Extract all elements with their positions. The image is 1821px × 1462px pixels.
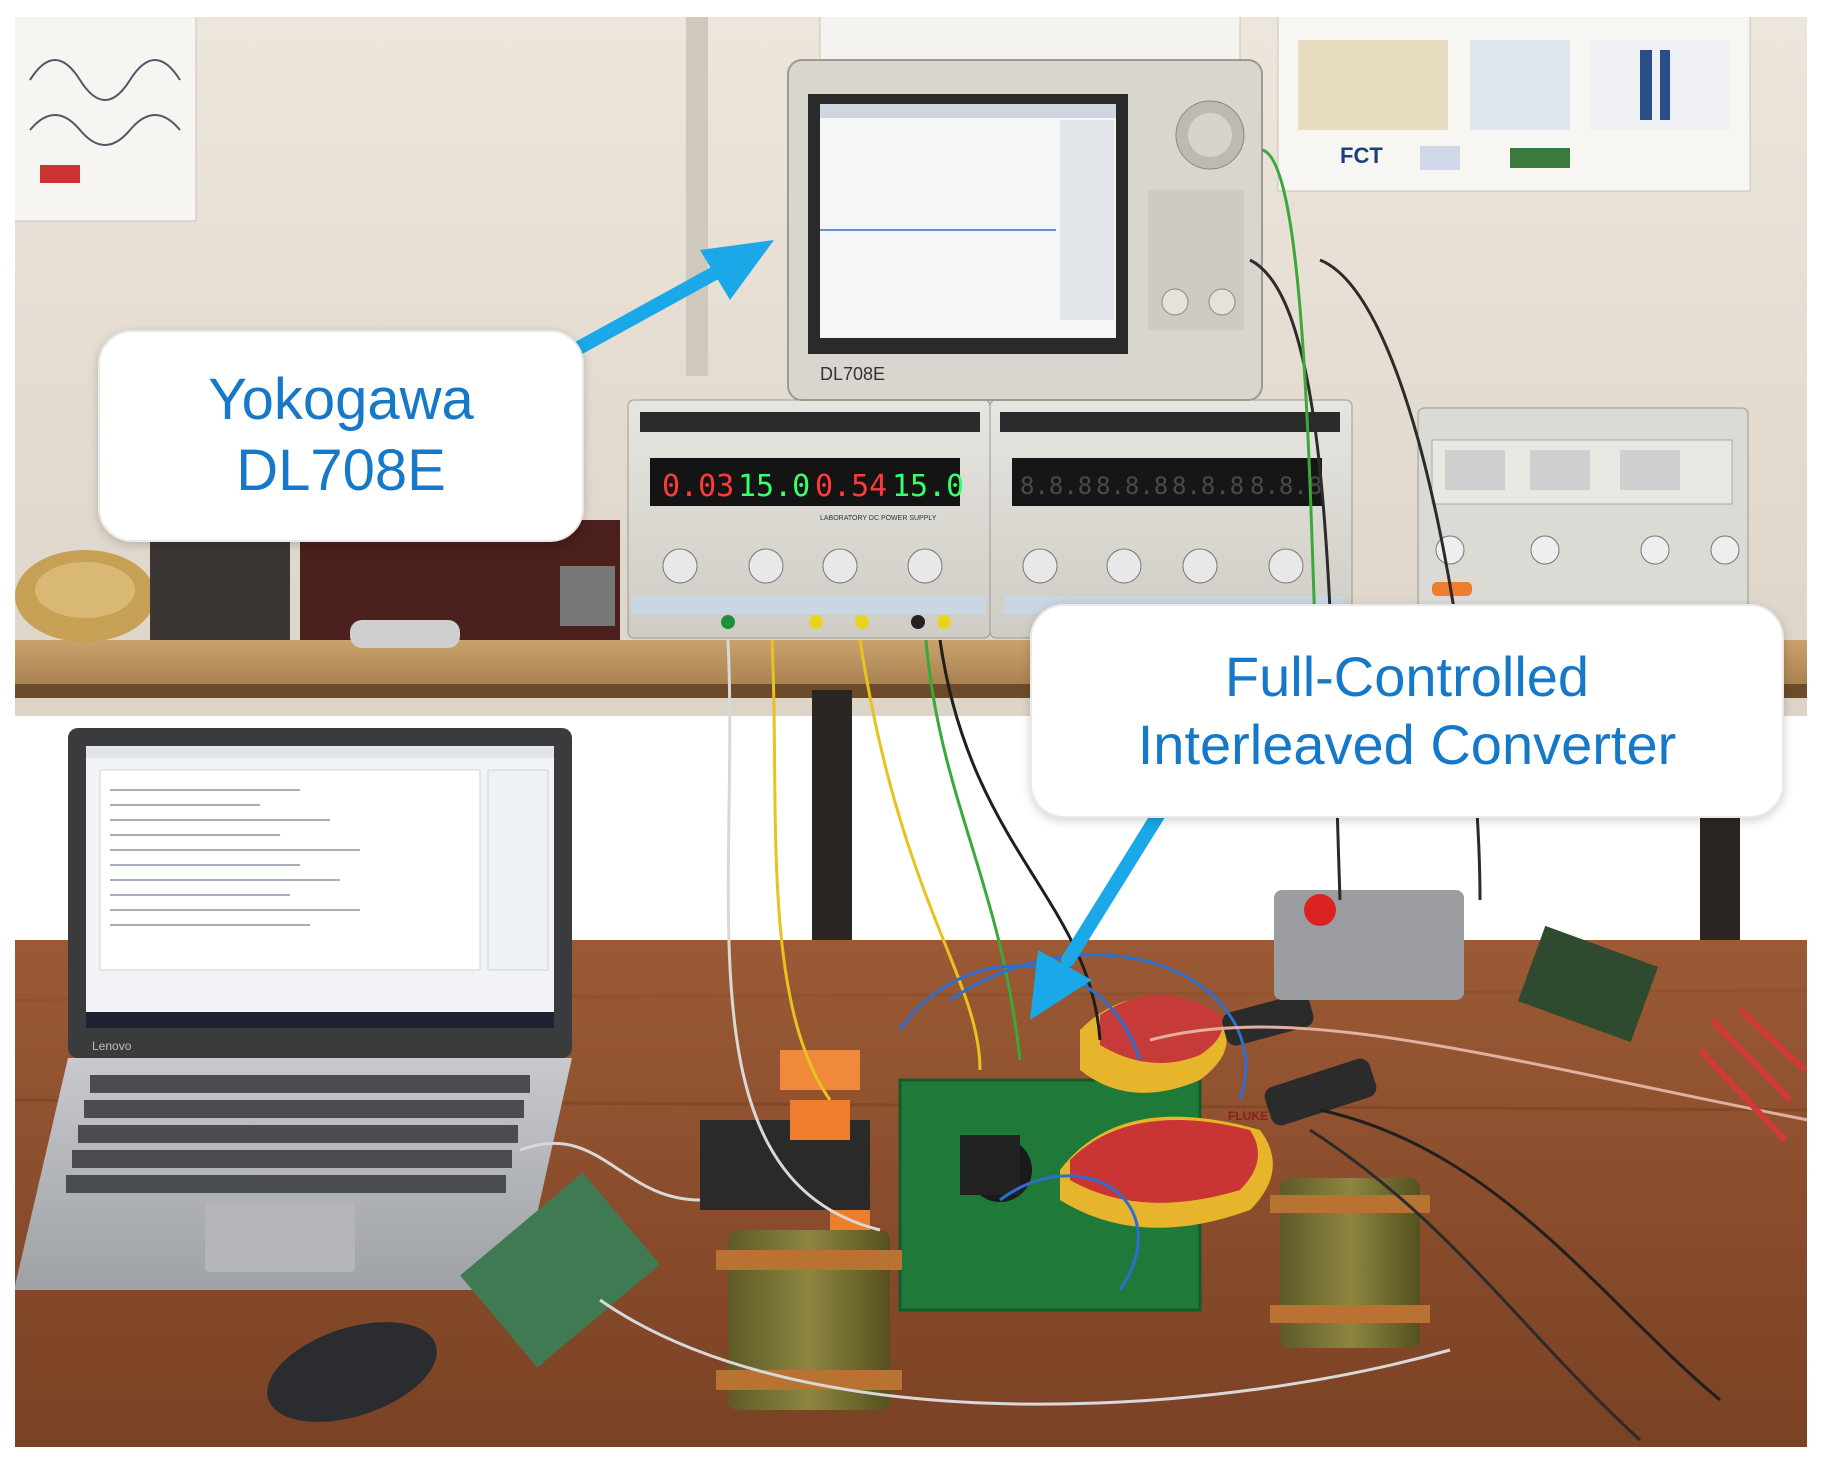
mouse	[267, 1322, 437, 1422]
psu1-label: LABORATORY DC POWER SUPPLY	[820, 515, 937, 522]
oscilloscope: DL708E	[787, 59, 1263, 401]
callout-converter-line2: Interleaved Converter	[1137, 713, 1677, 776]
callout-oscilloscope-line2: DL708E	[236, 438, 446, 503]
callout-arrows	[568, 240, 1167, 1020]
callout-oscilloscope: Yokogawa DL708E	[98, 330, 584, 542]
laptop-keyboard	[66, 1075, 530, 1193]
psu2-display-3: 8.8.8	[1172, 472, 1244, 500]
transformer-left	[716, 1230, 902, 1410]
current-clamp-1	[1080, 993, 1314, 1093]
callout-oscilloscope-line1: Yokogawa	[208, 367, 474, 433]
psu1-display-2: 15.0	[738, 469, 810, 504]
emergency-stop-box	[1274, 890, 1464, 1000]
poster-fct-logo: FCT	[1340, 143, 1383, 168]
clamp-brand-label: FLUKE	[1228, 1109, 1268, 1123]
power-supply-3	[1417, 407, 1749, 609]
psu2-display-1: 8.8.8	[1020, 472, 1092, 500]
power-supply-1: 0.03 15.0 0.54 15.0 LABORATORY DC POWER …	[627, 399, 991, 639]
callout-converter-line1: Full-Controlled	[1224, 644, 1590, 708]
scope-model-label: DL708E	[820, 364, 885, 384]
laptop-touchpad	[205, 1202, 355, 1272]
wires	[519, 148, 1809, 1442]
current-clamp-2: FLUKE	[1060, 1058, 1377, 1228]
controller-board-right	[1517, 925, 1659, 1043]
callout-converter: Full-Controlled Interleaved Converter	[1030, 604, 1784, 818]
arrow-to-converter-icon	[1030, 950, 1092, 1020]
psu1-display-1: 0.03	[662, 469, 734, 504]
laptop: Lenovo	[14, 728, 572, 1290]
psu1-display-4: 15.0	[892, 469, 964, 504]
probes-right	[1697, 1007, 1808, 1143]
psu2-display-2: 8.8.8	[1096, 472, 1168, 500]
psu1-display-3: 0.54	[815, 469, 887, 504]
transformer-right	[1270, 1178, 1430, 1348]
power-supply-2: 8.8.8 8.8.8 8.8.8 8.8.8	[989, 399, 1353, 639]
dev-board-strip	[460, 1172, 660, 1368]
laptop-brand-label: Lenovo	[92, 1039, 132, 1053]
arrow-to-oscilloscope-icon	[700, 240, 774, 300]
